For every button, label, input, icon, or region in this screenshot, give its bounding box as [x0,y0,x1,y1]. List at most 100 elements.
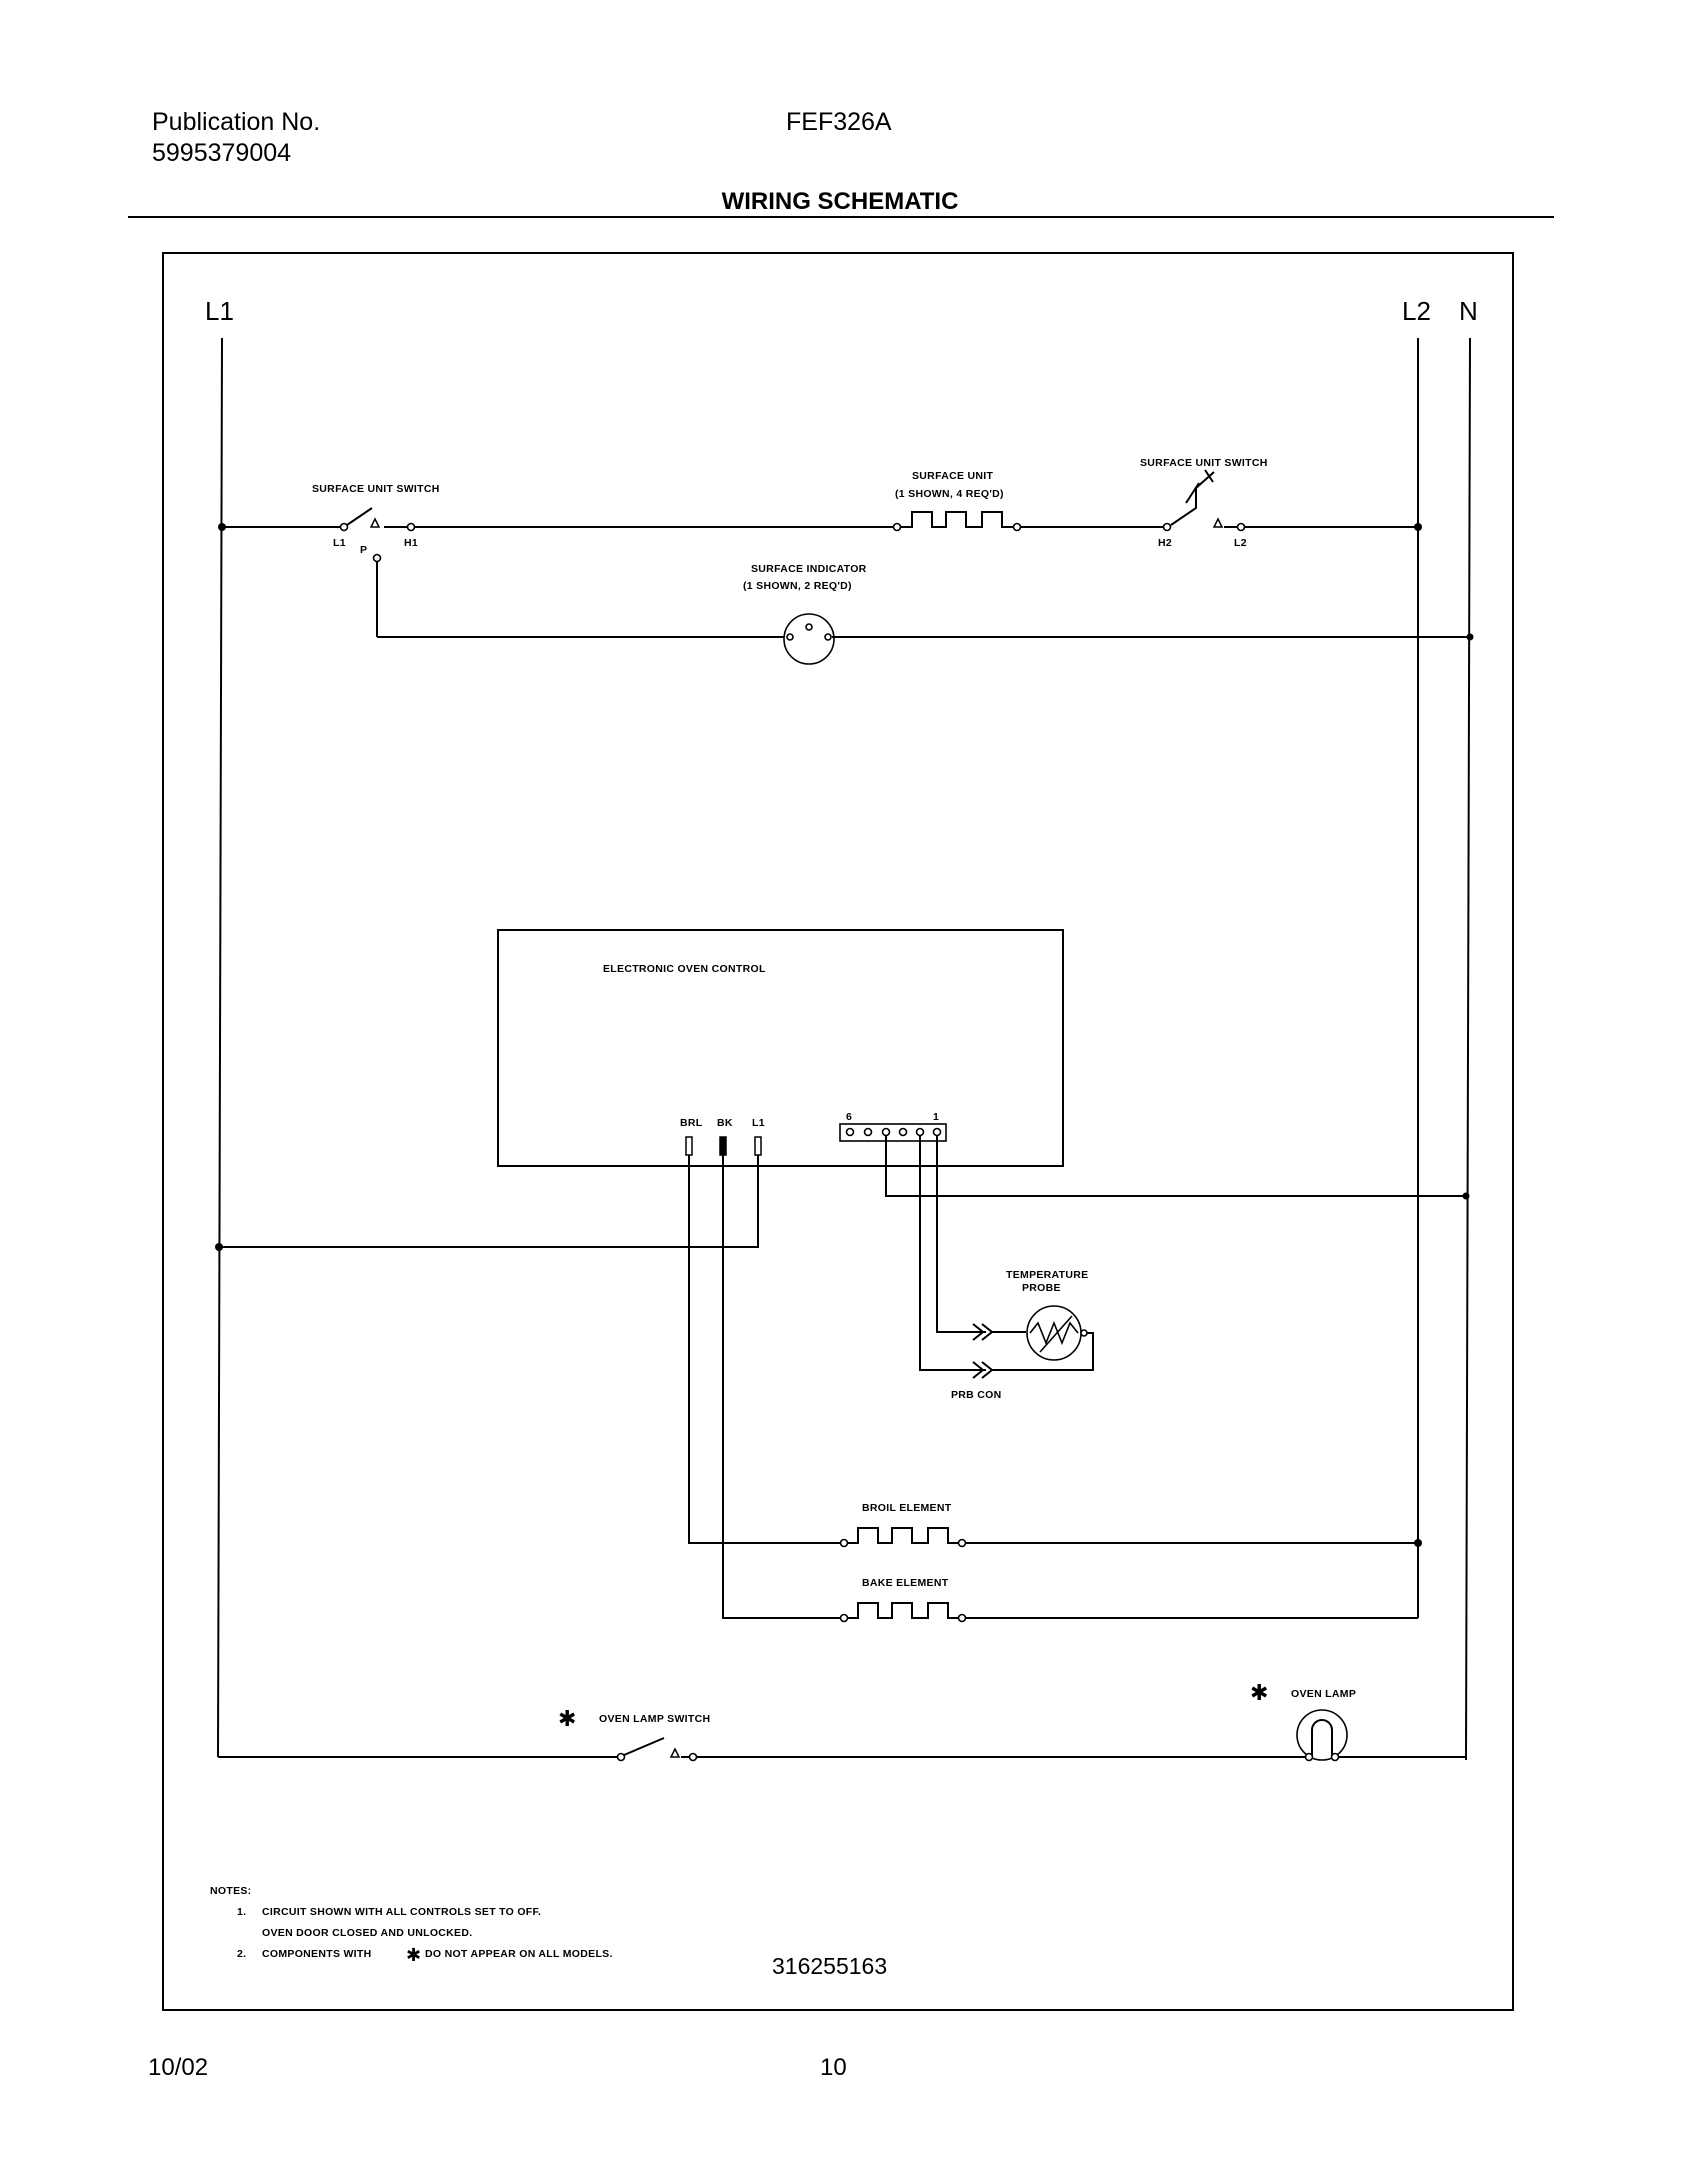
electronic-oven-control-label: ELECTRONIC OVEN CONTROL [603,963,766,975]
surface-unit-switch-label: SURFACE UNIT SWITCH [312,483,440,495]
line-label-l2: L2 [1402,296,1431,326]
terminal-label-l1-eoc: L1 [752,1117,765,1129]
broil-element [848,1527,958,1544]
junction-l2-top [1414,523,1422,531]
wire-connector-to-probe-b [919,1136,986,1371]
model-number: FEF326A [786,108,892,136]
publication-number: 5995379004 [152,139,292,167]
connector-pin-3 [898,1127,908,1137]
wire-probe-loop [992,1332,1094,1371]
note-2-text-a: COMPONENTS WITH [262,1948,372,1960]
electronic-oven-control-box [497,929,1064,1167]
oven-lamp-switch-terminal-right [688,1752,698,1762]
connector-pin-1 [932,1127,942,1137]
surface-indicator-qty-label: (1 SHOWN, 2 REQ'D) [743,580,852,592]
surface-switch-blade [346,507,373,526]
junction-n-top [1466,633,1474,641]
page-title: WIRING SCHEMATIC [721,188,959,215]
terminal-label-h2: H2 [1158,537,1172,549]
oven-lamp-switch-label: OVEN LAMP SWITCH [599,1713,710,1725]
oven-lamp-terminal-right [1330,1752,1340,1762]
footer-date: 10/02 [148,2054,209,2081]
broil-element-label: BROIL ELEMENT [862,1502,952,1514]
connector-pin-1-label: 1 [933,1111,939,1123]
temperature-probe-label-2: PROBE [1022,1282,1061,1294]
right-switch-contact-arrow [1212,517,1224,528]
right-switch-bimetal [1170,469,1215,526]
switch-terminal-h1 [406,522,416,532]
oven-lamp-switch-asterisk: ✱ [558,1706,576,1731]
oven-lamp-switch-terminal-left [616,1752,626,1762]
note-2-number: 2. [237,1948,246,1960]
schematic-part-number: 316255163 [772,1953,887,1979]
surface-unit-terminal-right [1012,522,1022,532]
terminal-label-l2: L2 [1234,537,1247,549]
eoc-terminal-l1 [754,1136,762,1156]
connector-pin-5 [863,1127,873,1137]
publication-label: Publication No. [152,108,321,136]
switch-contact-arrow [369,517,381,528]
temperature-probe-symbol [1026,1305,1082,1361]
switch-terminal-p [372,553,382,563]
bake-element-terminal-left [839,1613,849,1623]
six-pin-connector [839,1123,947,1142]
wire-l1-to-eoc [219,1155,759,1248]
line-label-n: N [1459,296,1478,326]
broil-element-terminal-right [957,1538,967,1548]
right-surface-switch-label: SURFACE UNIT SWITCH [1140,457,1268,469]
note-1-line-1: CIRCUIT SHOWN WITH ALL CONTROLS SET TO O… [262,1906,541,1918]
page-number: 10 [820,2054,847,2081]
right-switch-terminal-h2 [1162,522,1172,532]
temperature-probe-arrow [1039,1315,1073,1353]
connector-pin-2 [915,1127,925,1137]
note-1-line-2: OVEN DOOR CLOSED AND UNLOCKED. [262,1927,472,1939]
n-bus [1465,337,1471,1761]
oven-lamp-switch-arrow [669,1747,681,1758]
bake-element [848,1602,958,1619]
bake-element-label: BAKE ELEMENT [862,1577,949,1589]
connector-pin-6 [845,1127,855,1137]
schematic-frame [162,252,1514,2011]
probe-terminal-right [1080,1329,1088,1337]
eoc-terminal-brl [685,1136,693,1156]
oven-lamp-bulb [1296,1709,1348,1761]
terminal-label-h1: H1 [404,537,418,549]
temperature-probe-resistor [1029,1320,1079,1346]
oven-lamp-switch-blade [623,1737,665,1756]
broil-element-terminal-left [839,1538,849,1548]
right-switch-terminal-l2 [1236,522,1246,532]
note-2-text-b: DO NOT APPEAR ON ALL MODELS. [425,1948,613,1960]
connector-pin-4 [881,1127,891,1137]
surface-unit-terminal-left [892,522,902,532]
bake-element-terminal-right [957,1613,967,1623]
notes-heading: NOTES: [210,1885,251,1897]
switch-terminal-l1 [339,522,349,532]
wire-connector-to-n [885,1136,1466,1197]
eoc-terminal-bk [719,1136,727,1156]
surface-unit-label: SURFACE UNIT [912,470,993,482]
oven-lamp-terminal-left [1304,1752,1314,1762]
surface-unit-qty-label: (1 SHOWN, 4 REQ'D) [895,488,1004,500]
surface-indicator-terminal-a [786,633,794,641]
prb-con-label: PRB CON [951,1389,1002,1401]
oven-lamp-asterisk: ✱ [1250,1680,1268,1705]
surface-indicator-lamp [783,613,835,665]
surface-unit-element [901,511,1013,528]
header-rule [128,216,1554,218]
oven-lamp-label: OVEN LAMP [1291,1688,1356,1700]
terminal-label-l1: L1 [333,537,346,549]
temperature-probe-label: TEMPERATURE [1006,1269,1088,1281]
junction-n-connector [1462,1192,1470,1200]
surface-indicator-terminal-c [824,633,832,641]
surface-indicator-terminal-b [805,623,813,631]
note-2-asterisk: ✱ [406,1945,421,1965]
terminal-label-brl: BRL [680,1117,703,1129]
wire-brl-to-broil [688,1155,840,1544]
wire-bk-to-bake [722,1155,840,1619]
l1-bus [217,337,223,1758]
wire-connector-to-probe-a [936,1136,986,1333]
line-label-l1: L1 [205,296,234,326]
surface-indicator-label: SURFACE INDICATOR [751,563,867,575]
terminal-label-p: P [360,544,367,556]
